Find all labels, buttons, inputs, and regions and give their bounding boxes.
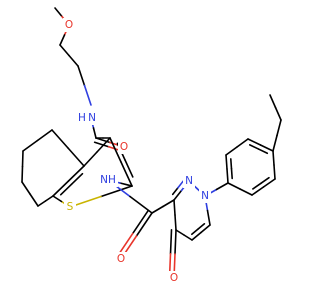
nitrogen-amide-top-label: N	[88, 112, 96, 124]
bond	[44, 195, 54, 202]
bond	[67, 147, 85, 167]
oxygen-carbonyl-mid-label: O	[117, 253, 125, 265]
label-background	[64, 200, 76, 214]
bond	[77, 65, 86, 87]
label-background	[63, 18, 75, 32]
hydrogen-amide-top-label: H	[78, 112, 86, 124]
bond	[109, 137, 122, 163]
bond	[162, 199, 175, 208]
bond	[100, 185, 133, 198]
bond	[21, 165, 24, 183]
bond	[171, 186, 179, 196]
bond	[135, 212, 153, 237]
bond	[239, 188, 253, 196]
nitrogen-pyridazine-2-label: N	[201, 190, 209, 202]
bond	[175, 229, 185, 236]
nitrogen-pyridazine-1-label: N	[185, 175, 193, 187]
oxygen-carbonyl-top-label: O	[120, 141, 128, 153]
bond	[225, 146, 238, 156]
bond	[236, 138, 249, 148]
bond	[183, 234, 193, 241]
nh-amide-mid-label: NH	[100, 174, 116, 186]
bond	[273, 164, 276, 180]
bond	[83, 151, 98, 167]
bond	[29, 193, 39, 207]
bond	[257, 148, 269, 155]
bond	[67, 165, 85, 182]
bond	[191, 228, 199, 236]
label-background	[199, 189, 211, 203]
bond	[249, 144, 260, 150]
label-background	[77, 111, 87, 125]
bond	[93, 141, 110, 148]
bond	[52, 195, 63, 203]
bond	[262, 178, 276, 188]
bond	[21, 181, 31, 195]
bond	[59, 183, 73, 196]
bond	[247, 138, 262, 146]
bond	[230, 167, 233, 180]
bond	[22, 139, 39, 152]
bond	[269, 94, 277, 109]
bond	[52, 180, 70, 197]
bonds	[21, 7, 282, 279]
bond	[200, 224, 211, 234]
bond	[272, 150, 275, 166]
bond	[174, 214, 177, 231]
bond	[124, 159, 134, 178]
bond	[169, 229, 173, 255]
bond	[274, 106, 282, 121]
bond	[59, 44, 70, 57]
bond	[174, 229, 177, 255]
bond	[225, 154, 228, 170]
bond	[151, 205, 164, 214]
bond	[37, 200, 47, 207]
bond	[96, 137, 111, 153]
bond	[260, 176, 270, 185]
bond	[131, 209, 150, 235]
bond	[177, 180, 185, 189]
bond	[36, 129, 53, 142]
bond	[70, 172, 84, 186]
label-background	[183, 174, 195, 188]
bond	[226, 168, 229, 184]
bond	[173, 189, 183, 201]
bond	[197, 222, 206, 230]
bond	[51, 129, 69, 149]
bond	[119, 182, 133, 187]
bond	[259, 144, 274, 152]
bond	[68, 54, 79, 67]
bond	[252, 182, 262, 190]
bond	[206, 209, 211, 226]
bond	[120, 161, 133, 187]
bond	[215, 182, 229, 191]
bond	[54, 7, 63, 18]
label-background	[168, 271, 180, 285]
label-background	[87, 111, 97, 125]
bond	[92, 127, 97, 139]
label-background	[115, 252, 127, 266]
bond	[272, 134, 278, 152]
oxygen-methoxy-label: O	[65, 19, 73, 31]
bond	[276, 119, 282, 137]
bond	[83, 84, 92, 106]
bond	[173, 199, 176, 216]
oxygen-pyridazinone-label: O	[170, 272, 178, 284]
bond	[251, 186, 265, 196]
label-background	[118, 140, 130, 154]
bond	[21, 150, 24, 168]
sulfur-thiophene-label: S	[67, 201, 74, 213]
bond	[229, 158, 233, 170]
label-background	[98, 173, 118, 187]
bond	[191, 231, 202, 241]
bond	[227, 182, 241, 190]
bond	[59, 34, 66, 46]
